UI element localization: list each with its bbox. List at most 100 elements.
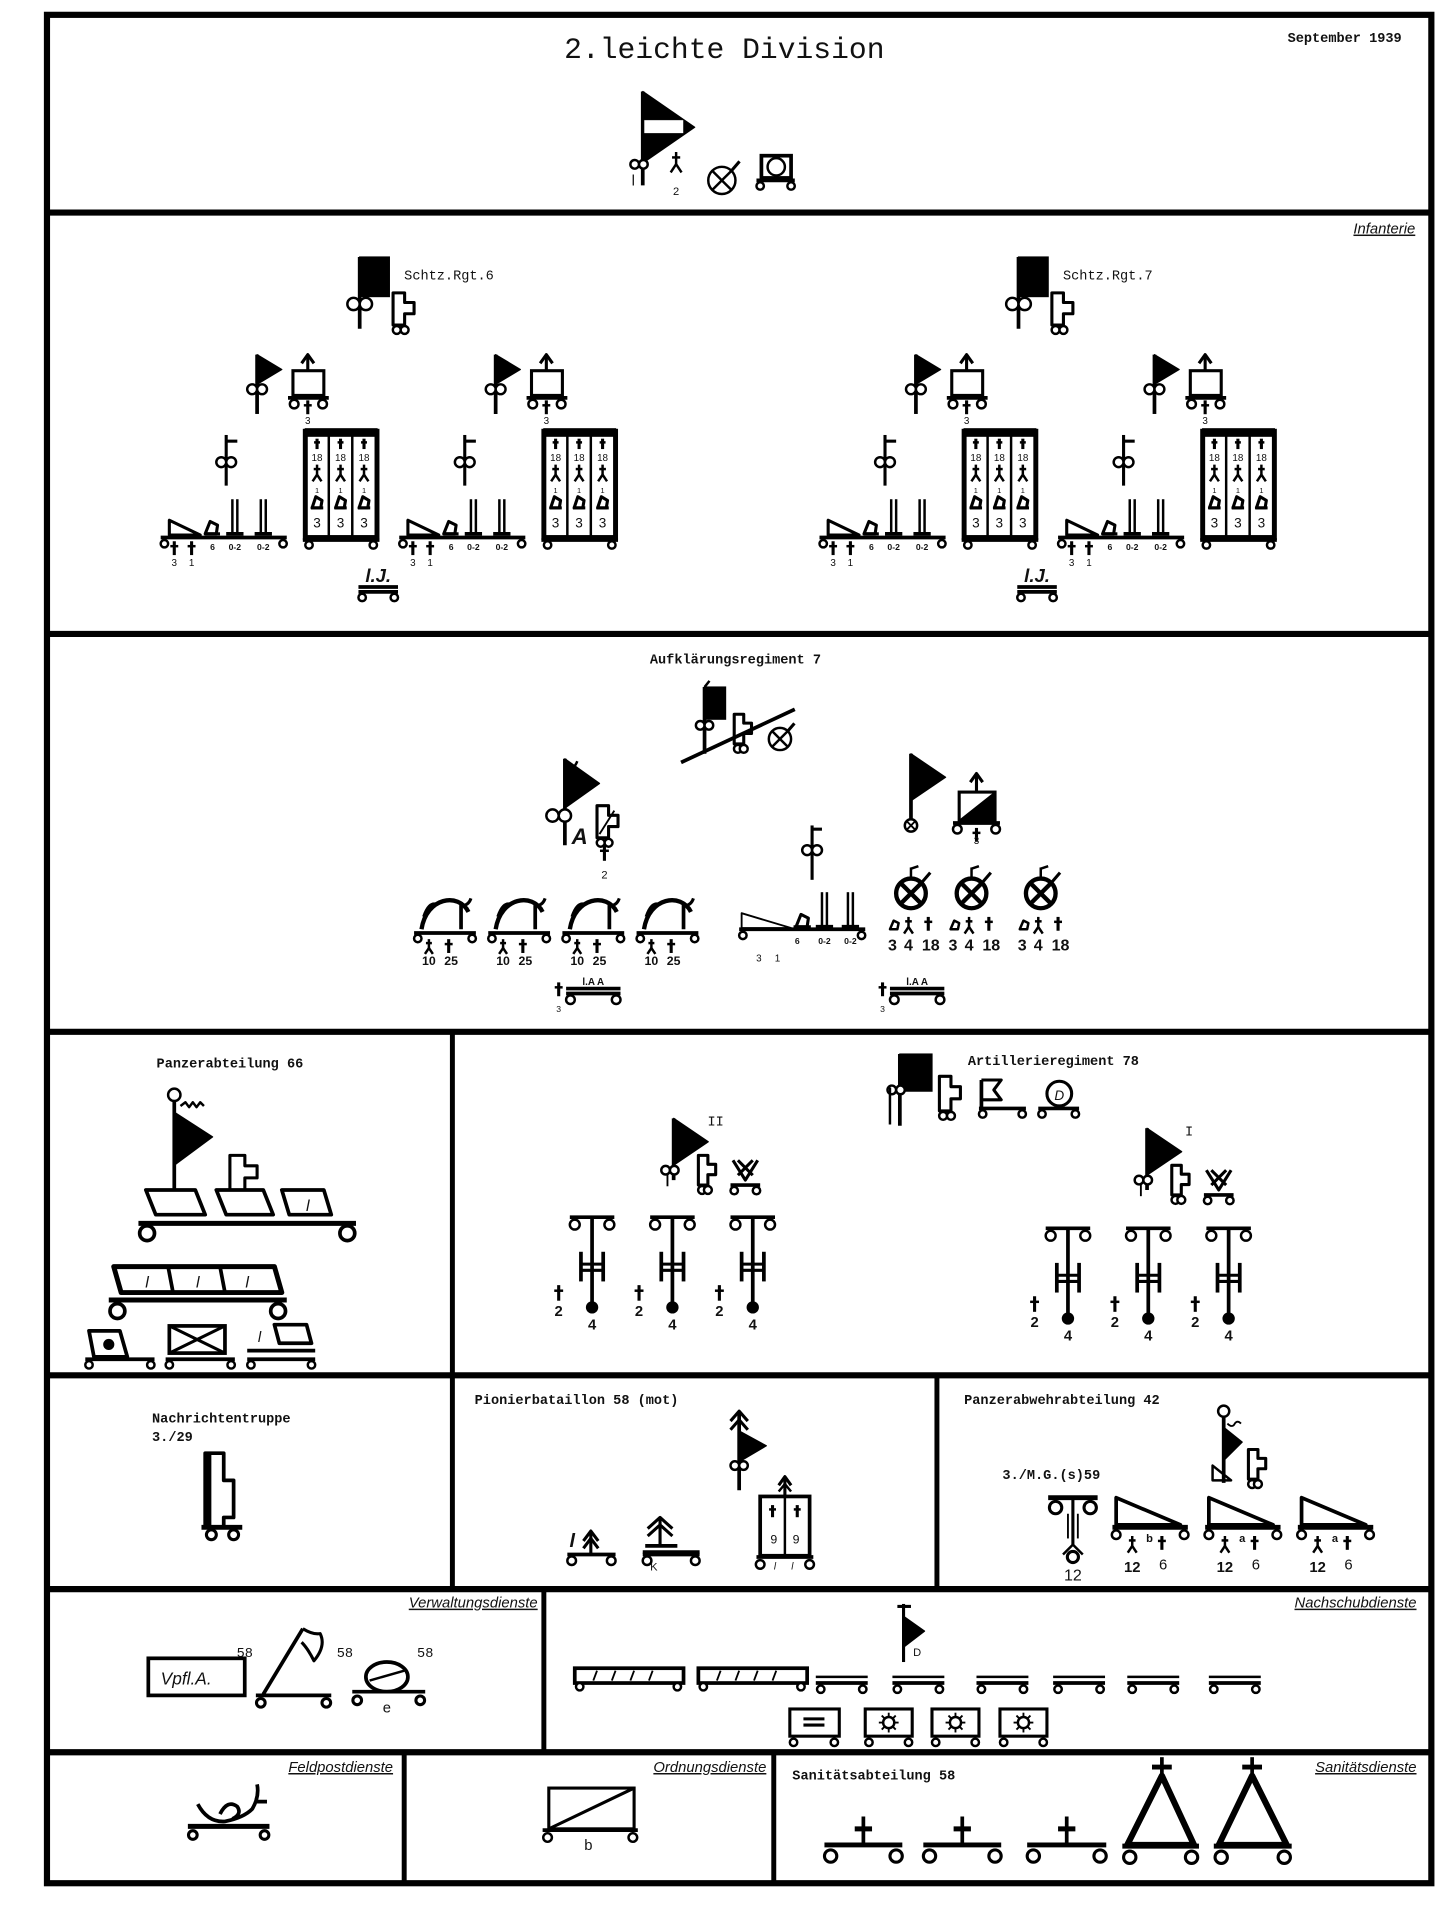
label: Sanitätsabteilung 58 [792,1769,955,1784]
wheel [268,1301,288,1321]
wheel [1124,1229,1138,1242]
wheel [1142,1174,1154,1186]
wheel [1202,1195,1213,1206]
recon-hq-symbol [680,680,796,765]
wheel [930,1737,941,1748]
box [1188,369,1223,397]
shape [958,791,996,822]
wheel [975,398,987,410]
box [529,369,564,397]
label: 0-2 [229,542,242,552]
stroke [947,1714,952,1719]
wheel [164,1359,175,1370]
label: September 1939 [1288,32,1402,47]
recon-heavy-battalion-hq: 3 [903,753,1002,847]
flag-icon [256,354,283,385]
supply-column [1208,1675,1261,1695]
flag-icon [915,354,942,385]
wheel [516,538,527,549]
wheel [648,1218,662,1231]
label: 1 [427,558,433,569]
label: 25 [593,954,607,968]
wheel [226,1359,237,1370]
label: 4 [1225,1329,1234,1345]
antitank-section: Panzerabwehrabteilung 423./M.G.(s)5912b1… [964,1394,1376,1584]
wheel [1047,1499,1064,1516]
wheel [84,1359,94,1370]
wheel [1276,1849,1292,1865]
label: 3./M.G.(s)59 [1002,1469,1100,1484]
label: 12 [1217,1560,1234,1576]
wheel [368,540,379,550]
shape [777,1482,793,1493]
wheel [1143,383,1156,396]
label: l [245,1274,249,1292]
label: 1 [1086,558,1092,569]
shape [1065,518,1100,537]
label: 3 [972,516,980,531]
label: 3 [1018,936,1027,954]
vehicle-icon [595,804,620,848]
wheel [904,383,918,396]
wheel [610,994,622,1006]
label: Artillerieregiment 78 [968,1055,1139,1070]
company-top-bar [304,428,378,437]
wheel [564,994,577,1006]
label: 18 [1256,453,1267,464]
label: 3 [544,416,550,427]
shape [794,912,810,929]
label: Panzerabwehrabteilung 42 [964,1394,1160,1409]
wheel [159,538,170,549]
tank-icon [272,1322,314,1346]
shape [1211,1464,1233,1482]
shape [888,919,900,931]
label: 6 [1159,1557,1167,1573]
shape [862,519,878,536]
label: 3 [996,516,1004,531]
label: l [570,1530,576,1552]
label: l.J. [1024,565,1050,586]
light-infantry-column: l.J. [1016,565,1059,603]
field-hospital [1122,1757,1200,1865]
label: 3 [964,416,970,427]
wheel [818,538,829,549]
wheel [1018,1684,1029,1695]
label: e [383,1701,391,1717]
label: 12 [1309,1560,1326,1576]
wheel [672,1681,683,1692]
stroke [899,881,923,906]
label: 1 [189,558,195,569]
stroke [502,947,509,955]
label: 18 [1232,453,1243,464]
wheel [1159,1229,1172,1242]
wheel [1271,1529,1283,1541]
stroke [1021,473,1029,482]
ambulance-platoon [921,1816,1003,1864]
label: 4 [1144,1329,1153,1345]
wheel [317,398,329,410]
label: 6 [1252,1557,1260,1573]
label: 1 [338,486,342,495]
wheel [398,538,408,549]
shape [969,495,983,510]
recon-battalion-hq: A2 [545,758,620,882]
wheel [1061,1312,1075,1325]
stroke [427,947,434,955]
wheel [903,1737,914,1748]
wheel [934,994,946,1006]
stroke [730,160,741,172]
shape [334,495,348,510]
box [788,1707,841,1738]
wheel [786,181,797,191]
